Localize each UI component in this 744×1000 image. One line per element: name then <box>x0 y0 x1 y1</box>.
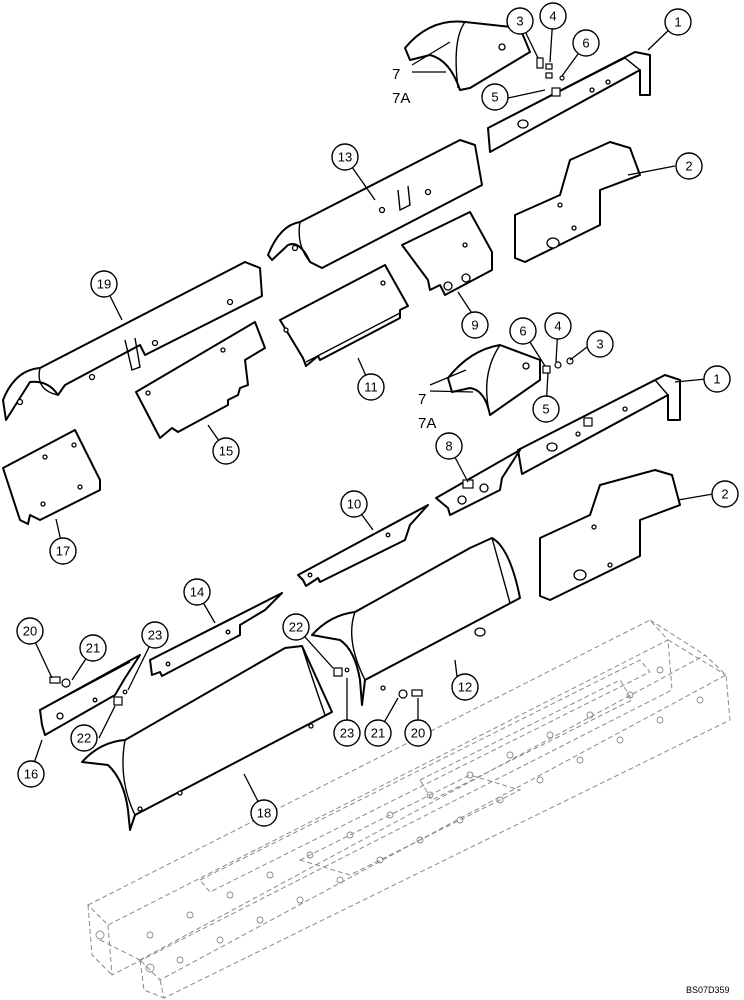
callout-text: 15 <box>219 444 233 459</box>
part-19-long-cover <box>2 261 263 421</box>
part-2-cover-upper <box>514 141 641 263</box>
callout-6-lower: 6 <box>509 317 537 345</box>
callout-text: 21 <box>371 726 385 741</box>
callout-text: 23 <box>148 628 162 643</box>
callout-16: 16 <box>17 760 45 788</box>
part-15-panel <box>135 321 266 439</box>
callout-text: 6 <box>519 324 526 339</box>
part-8-bracket <box>435 449 521 516</box>
callout-8: 8 <box>435 432 463 460</box>
callout-text: 17 <box>56 544 70 559</box>
callout-text: 2 <box>685 159 692 174</box>
callout-text: 8 <box>445 439 452 454</box>
callout-text: 3 <box>596 337 603 352</box>
callout-19: 19 <box>90 270 118 298</box>
callout-text: 13 <box>338 150 352 165</box>
callout-23-right: 23 <box>333 719 361 747</box>
part-18-large-cover <box>81 645 333 831</box>
callout-text: 1 <box>713 372 720 387</box>
callout-text: 14 <box>190 585 204 600</box>
callout-14: 14 <box>183 578 211 606</box>
callout-text: 19 <box>97 277 111 292</box>
callout-13: 13 <box>331 143 359 171</box>
callout-21-left: 21 <box>79 634 107 662</box>
callout-text: 2 <box>721 487 728 502</box>
callout-text: 20 <box>411 726 425 741</box>
part-7-cover-upper <box>404 20 531 91</box>
callout-10: 10 <box>340 490 368 518</box>
part-13-top-cover <box>267 139 483 269</box>
part-11-panel <box>279 264 409 367</box>
callout-9: 9 <box>461 311 489 339</box>
callout-text: 23 <box>340 726 354 741</box>
hardware-fasteners <box>49 667 423 706</box>
part-9-panel <box>401 211 493 296</box>
callout-5-lower: 5 <box>532 395 560 423</box>
callout-text: 20 <box>23 624 37 639</box>
callout-text: 21 <box>86 641 100 656</box>
callout-15: 15 <box>212 437 240 465</box>
callout-11: 11 <box>357 373 385 401</box>
callout-text: 1 <box>674 15 681 30</box>
callout-22-right: 22 <box>282 613 310 641</box>
callout-6-upper: 6 <box>572 29 600 57</box>
callout-4-lower: 4 <box>544 312 572 340</box>
callout-1-lower: 1 <box>703 365 731 393</box>
part-1-bracket-lower <box>517 374 681 475</box>
callout-text: 22 <box>289 620 303 635</box>
callout-20-left: 20 <box>16 617 44 645</box>
callout-text: 4 <box>549 9 556 24</box>
part-7-cover-lower <box>447 344 541 416</box>
part-17-panel <box>2 429 101 525</box>
callout-21-right: 21 <box>364 719 392 747</box>
callout-2-upper: 2 <box>675 152 703 180</box>
callout-3-lower: 3 <box>586 330 614 358</box>
label-7a-upper: 7A <box>392 90 410 107</box>
part-14-bracket <box>149 592 283 677</box>
callout-text: 11 <box>364 380 378 395</box>
part-12-large-cover <box>311 537 521 706</box>
reference-code: BS07D359 <box>686 985 730 995</box>
callout-12: 12 <box>451 673 479 701</box>
part-10-bracket <box>297 504 429 587</box>
label-7-lower: 7 <box>418 391 426 408</box>
callout-text: 16 <box>24 767 38 782</box>
callout-text: 5 <box>491 90 498 105</box>
part-16-bracket <box>39 654 141 736</box>
callout-22-left: 22 <box>70 724 98 752</box>
callout-text: 3 <box>516 14 523 29</box>
callout-text: 18 <box>257 806 271 821</box>
callout-17: 17 <box>49 537 77 565</box>
callout-text: 12 <box>458 680 472 695</box>
callout-3-upper: 3 <box>506 7 534 35</box>
callout-text: 9 <box>471 318 478 333</box>
callout-text: 4 <box>554 319 561 334</box>
part-2-cover-lower <box>539 469 681 601</box>
label-7-upper: 7 <box>392 66 400 83</box>
callout-text: 10 <box>347 497 361 512</box>
callout-text: 6 <box>582 36 589 51</box>
callout-5-upper: 5 <box>481 83 509 111</box>
callout-4-upper: 4 <box>539 2 567 30</box>
part-1-bracket-upper <box>487 51 651 153</box>
callout-23-left: 23 <box>141 621 169 649</box>
hardware-lower <box>542 357 574 374</box>
callout-20-right: 20 <box>404 719 432 747</box>
label-7a-lower: 7A <box>418 415 436 432</box>
callout-text: 5 <box>542 402 549 417</box>
main-frame-rails <box>87 619 731 999</box>
callout-text: 22 <box>77 731 91 746</box>
callout-1-upper: 1 <box>664 8 692 36</box>
callout-2-lower: 2 <box>711 480 739 508</box>
callout-18: 18 <box>250 799 278 827</box>
